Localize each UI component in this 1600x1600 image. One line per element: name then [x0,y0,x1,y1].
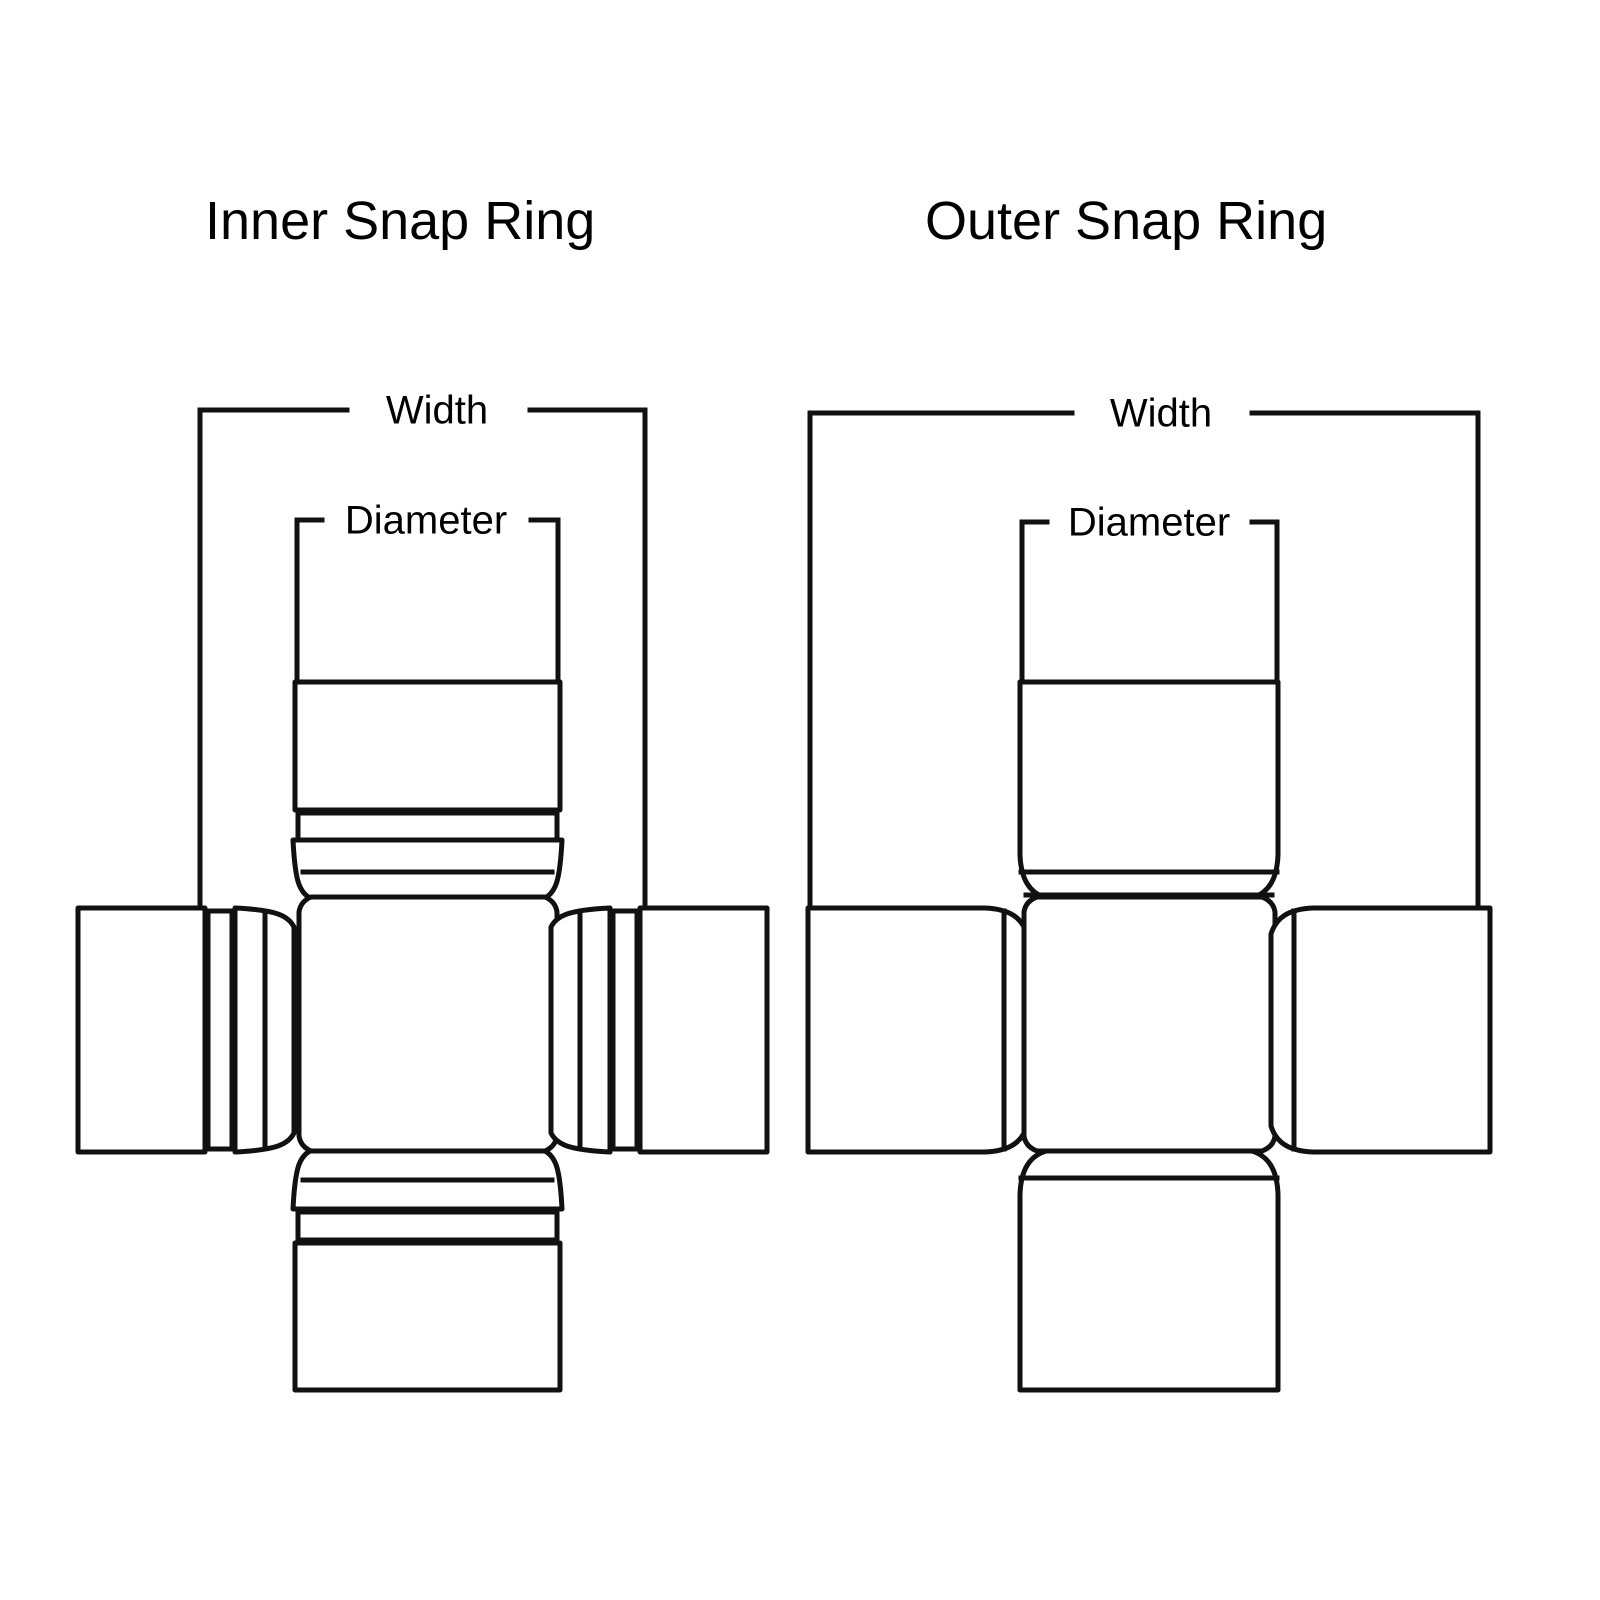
outer-top-bearing-cap [1017,679,1281,901]
inner-diameter-label: Diameter [334,498,518,544]
inner-right-bearing-cap [637,905,770,1155]
inner-right-taper-collar [548,905,613,1155]
outer-left-bearing-cap [805,905,1030,1155]
inner-snap-ring-assembly [75,407,770,1393]
panel-title-outer-snap-ring: Outer Snap Ring [925,191,1328,251]
outer-snap-ring-assembly [805,410,1493,1393]
inner-right-snap-ring-groove [610,908,640,1152]
inner-top-bearing-cap [292,679,563,813]
inner-top-taper-collar [290,837,565,901]
outer-bottom-bearing-cap [1017,1148,1281,1393]
inner-bottom-taper-collar [290,1148,565,1212]
inner-diameter-dimension-line-right [528,517,561,683]
inner-diameter-dimension-line [294,517,325,683]
outer-diameter-label: Diameter [1057,500,1241,546]
inner-width-dimension-line [197,407,350,908]
inner-left-snap-ring-groove [205,908,235,1152]
inner-bottom-bearing-cap [292,1240,563,1393]
outer-width-label: Width [1099,391,1223,437]
inner-width-dimension-line-right [527,407,648,908]
inner-top-snap-ring-groove [295,810,560,843]
inner-left-bearing-cap [75,905,208,1155]
panel-title-inner-snap-ring: Inner Snap Ring [205,191,596,251]
outer-diameter-dimension-line-right [1249,519,1280,683]
inner-width-label: Width [375,388,499,434]
inner-center-cross-body [296,894,560,1154]
inner-bottom-snap-ring-groove [295,1209,560,1243]
outer-width-dimension-line [807,410,1075,908]
inner-left-taper-collar [232,905,297,1155]
outer-right-bearing-cap [1268,905,1493,1155]
outer-width-dimension-line-right [1249,410,1481,908]
outer-diameter-dimension-line [1019,519,1050,683]
outer-center-cross-body [1021,894,1278,1154]
